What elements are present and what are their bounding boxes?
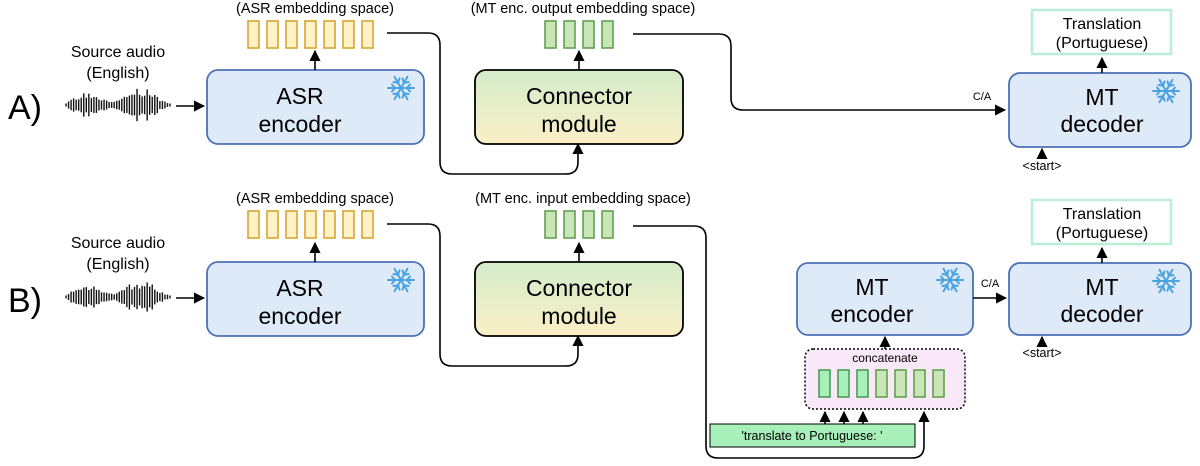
- mt-encoder-title: MT: [855, 274, 888, 300]
- asr-encoder-subtitle: encoder: [258, 303, 341, 329]
- mt-encoder-subtitle: encoder: [830, 301, 913, 327]
- prompt-embedding-vector: [818, 369, 831, 398]
- row-a: A) Source audio (English) ASR encoder (A…: [8, 1, 1192, 175]
- translation-title: Translation: [1063, 16, 1142, 33]
- mt-decoder-subtitle: decoder: [1060, 301, 1143, 327]
- mt-embedding-to-concat-arrow: [633, 225, 930, 459]
- embedding-vector: [304, 20, 317, 49]
- cross-attention-label: C/A: [981, 278, 1000, 290]
- source-audio-label: Source audio: [71, 235, 165, 252]
- connector-title: Connector: [526, 275, 632, 301]
- embedding-vector: [285, 20, 298, 49]
- embedding-to-connector-arrow: [387, 223, 584, 367]
- source-language-label: (English): [86, 256, 149, 273]
- source-language-label: (English): [86, 65, 149, 82]
- embedding-vector: [247, 20, 260, 49]
- connector-subtitle: module: [541, 111, 616, 137]
- mt-decoder-title: MT: [1085, 84, 1118, 110]
- asr-encoder-subtitle: encoder: [258, 111, 341, 137]
- embedding-vector: [582, 210, 595, 239]
- embedding-vector: [932, 369, 945, 398]
- mt-decoder-block: [1008, 72, 1192, 148]
- embedding-vector: [342, 210, 355, 239]
- embedding-vector: [266, 210, 279, 239]
- embedding-vector: [913, 369, 926, 398]
- embedding-to-connector-arrow: [387, 32, 584, 175]
- prompt-text: 'translate to Portuguese: ': [742, 429, 883, 443]
- asr-encoder-title: ASR: [276, 275, 323, 301]
- embedding-vector: [323, 20, 336, 49]
- start-token-label: <start>: [1023, 346, 1062, 360]
- embedding-vector: [323, 210, 336, 239]
- asr-embedding-vectors: [247, 20, 374, 49]
- embedding-vector: [304, 210, 317, 239]
- embedding-vector: [285, 210, 298, 239]
- start-token-label: <start>: [1023, 159, 1062, 173]
- mt-encoder-block: [796, 262, 974, 336]
- embedding-vector: [894, 369, 907, 398]
- embedding-vector: [563, 20, 576, 49]
- asr-embedding-vectors: [247, 210, 374, 239]
- prompt-embedding-vector: [856, 369, 869, 398]
- row-marker: A): [8, 89, 42, 127]
- asr-encoder-title: ASR: [276, 83, 323, 109]
- row-marker: B): [8, 282, 42, 320]
- prompt-text-box: [709, 423, 916, 448]
- prompt-embedding-vector: [837, 369, 850, 398]
- translation-output-box: [1030, 8, 1173, 56]
- mt-decoder-subtitle: decoder: [1060, 111, 1143, 137]
- embedding-vector: [563, 210, 576, 239]
- mt-embedding-vectors: [544, 20, 614, 49]
- row-b: B) Source audio (English) ASR encoder (A…: [8, 191, 1192, 459]
- mt-embedding-to-decoder-arrow: [633, 33, 1007, 116]
- mt-decoder-title: MT: [1085, 274, 1118, 300]
- asr-embedding-space-label: (ASR embedding space): [236, 191, 394, 207]
- embedding-vector: [544, 210, 557, 239]
- mt-embedding-vectors: [544, 210, 614, 239]
- embedding-vector: [247, 210, 260, 239]
- embedding-vector: [361, 210, 374, 239]
- embedding-vector: [342, 20, 355, 49]
- embedding-vector: [544, 20, 557, 49]
- embedding-vector: [266, 20, 279, 49]
- embedding-vector: [601, 20, 614, 49]
- asr-embedding-space-label: (ASR embedding space): [236, 1, 394, 17]
- translation-language: (Portuguese): [1056, 225, 1149, 242]
- connector-title: Connector: [526, 83, 632, 109]
- translation-output-box: [1030, 198, 1173, 246]
- translation-title: Translation: [1063, 206, 1142, 223]
- embedding-vector: [582, 20, 595, 49]
- concatenated-vectors: [818, 369, 945, 398]
- waveform-icon: [65, 282, 171, 312]
- translation-language: (Portuguese): [1056, 35, 1149, 52]
- embedding-vector: [875, 369, 888, 398]
- embedding-vector: [361, 20, 374, 49]
- embedding-vector: [601, 210, 614, 239]
- source-audio-label: Source audio: [71, 44, 165, 61]
- mt-decoder-block: [1008, 262, 1192, 336]
- cross-attention-label: C/A: [973, 91, 992, 103]
- mt-embedding-space-label: (MT enc. output embedding space): [471, 1, 696, 17]
- connector-subtitle: module: [541, 303, 616, 329]
- concatenate-label: concatenate: [852, 351, 918, 365]
- waveform-icon: [65, 88, 171, 122]
- mt-embedding-space-label: (MT enc. input embedding space): [475, 191, 691, 207]
